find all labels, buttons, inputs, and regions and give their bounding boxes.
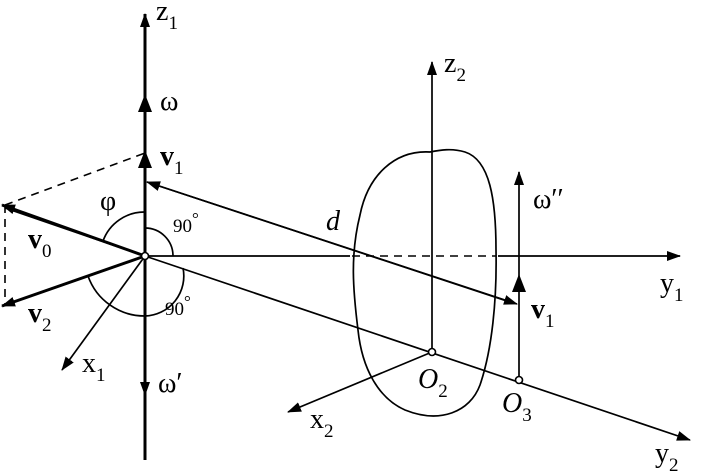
label-y1: y1 bbox=[660, 268, 684, 306]
omega-arrowhead bbox=[138, 94, 152, 112]
angle-arc-top bbox=[144, 227, 174, 257]
label-v1-top: v1 bbox=[160, 141, 184, 179]
label-v2: v2 bbox=[28, 298, 52, 336]
label-d: d bbox=[326, 206, 341, 237]
label-omega: ω bbox=[160, 86, 178, 117]
v1-top-arrowhead bbox=[138, 150, 152, 168]
label-phi: φ bbox=[100, 186, 116, 217]
label-v0: v0 bbox=[28, 224, 52, 262]
label-angle-bottom: 90° bbox=[165, 292, 191, 320]
label-x2: x2 bbox=[310, 404, 334, 442]
O2-point bbox=[427, 347, 437, 357]
origin-point bbox=[140, 251, 150, 261]
label-omega-prime: ω′ bbox=[158, 368, 183, 399]
O3-point bbox=[514, 375, 524, 385]
v1-right-arrowhead bbox=[512, 274, 526, 292]
x2-axis bbox=[287, 351, 433, 413]
label-O3: O3 bbox=[502, 388, 532, 426]
d-distance-arrow-end bbox=[146, 181, 518, 305]
angle-arc-bottom bbox=[87, 267, 185, 317]
label-z2: z2 bbox=[444, 48, 466, 86]
rigid-body-outline bbox=[352, 148, 497, 417]
label-x1: x1 bbox=[82, 348, 106, 386]
label-omega-dprime: ω′′ bbox=[533, 184, 564, 215]
label-z1: z1 bbox=[156, 0, 178, 34]
v2-arrow bbox=[1, 254, 146, 308]
y2-axis bbox=[144, 255, 691, 441]
label-O2: O2 bbox=[418, 364, 448, 402]
v0-arrow bbox=[1, 203, 146, 258]
label-y2: y2 bbox=[655, 438, 679, 476]
label-v1-right: v1 bbox=[531, 294, 555, 332]
label-angle-top: 90° bbox=[173, 209, 199, 237]
phi-arc bbox=[102, 211, 146, 242]
parallelogram-top bbox=[4, 152, 146, 206]
x1-axis bbox=[61, 255, 146, 371]
